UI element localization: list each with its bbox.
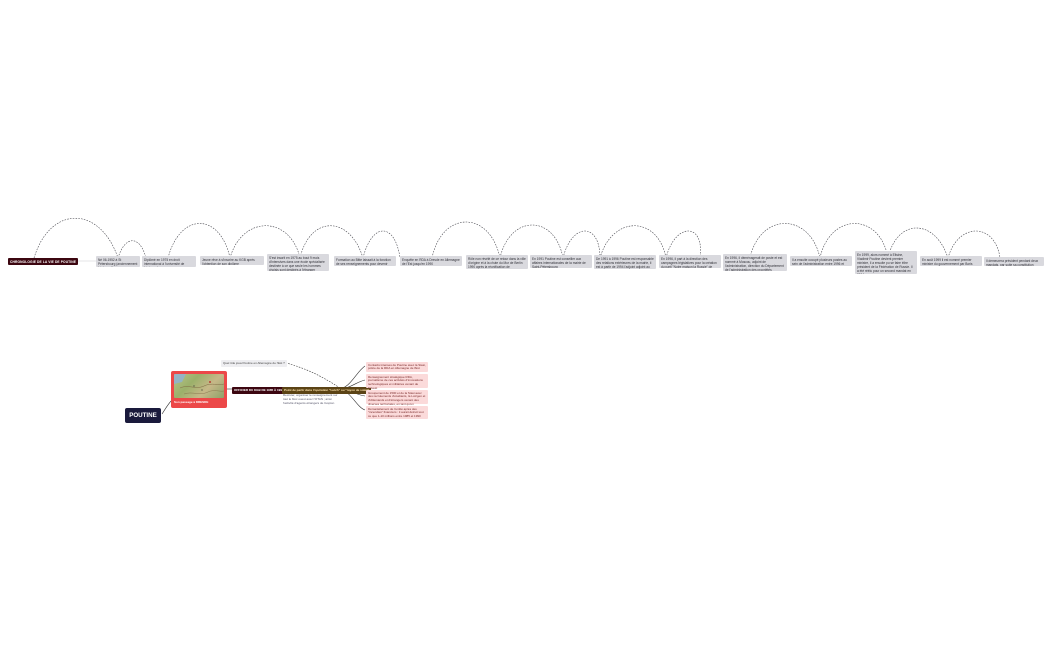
- timeline-arc: [749, 223, 821, 259]
- detail-note[interactable]: Groupement de 1500 et de la Stasi avec d…: [366, 390, 428, 406]
- mindmap-link: [337, 365, 366, 390]
- timeline-arc: [167, 223, 231, 259]
- timeline-node[interactable]: Formation au Bitte laissait à la fonctio…: [334, 256, 396, 266]
- timeline-arc: [665, 230, 701, 259]
- timeline-arc: [562, 230, 601, 259]
- timeline-node[interactable]: En 1999, alors nommé à Eltsine, Vladimir…: [855, 251, 917, 274]
- timeline-arc: [431, 221, 501, 259]
- timeline-node[interactable]: S'est inscrit en 1975 au bout 9 mois d'i…: [267, 254, 329, 271]
- timeline-node[interactable]: En août 1999 il est nommé premier minist…: [920, 256, 982, 266]
- timeline-node[interactable]: En 1991 Poutine est conseiller aux affai…: [530, 255, 592, 268]
- dashed-relationship: [282, 361, 341, 389]
- photo-card[interactable]: Son passage à DRESDE: [171, 371, 227, 408]
- timeline-node[interactable]: Jeune rêve à s'inscrire au KGB après l'o…: [200, 256, 264, 265]
- timeline-arc: [947, 230, 1001, 259]
- detail-note[interactable]: Démantèlement de l'entité après des "inc…: [366, 406, 428, 419]
- detail-note[interactable]: Contacts intenses de Poutine avec la Sta…: [366, 362, 428, 372]
- timeline-root[interactable]: CHRONOLOGIE DE LA VIE DE POUTINE: [8, 258, 79, 265]
- timeline-node[interactable]: Il demeurera président pendant deux mand…: [984, 257, 1044, 266]
- timeline-node[interactable]: Né 06-1952 à St Pétersbourg (anciennemen…: [96, 256, 140, 267]
- timeline-node[interactable]: En 1996, il déménagerait de poste et est…: [723, 254, 787, 271]
- timeline-arc: [599, 225, 667, 259]
- detail-note[interactable]: Renseignement stratégique RDA, journalis…: [366, 374, 428, 390]
- top-note[interactable]: Quel rôle joua Poutine en Allemagne de l…: [221, 360, 287, 367]
- question-tag[interactable]: Point de partir dans l'opération "Lutch"…: [282, 387, 372, 394]
- central-topic[interactable]: POUTINE: [125, 408, 161, 423]
- timeline-node[interactable]: En 1996, il part à la direction des camp…: [659, 255, 721, 268]
- timeline-arc: [33, 218, 119, 259]
- map-image: [174, 374, 224, 398]
- timeline-node[interactable]: De 1991 à 1996 Poutine est responsable d…: [594, 255, 656, 269]
- photo-caption: Son passage à DRESDE: [174, 400, 209, 404]
- timeline-node[interactable]: Enquête en RDA à Dresde en Allemagne de …: [400, 256, 462, 266]
- timeline-arc: [362, 230, 401, 259]
- map-illustration-icon: [174, 374, 224, 395]
- timeline-node[interactable]: Il a ensuite occupé plusieurs postes au …: [790, 256, 852, 266]
- timeline-node[interactable]: Diplômé en 1975 en droit international à…: [142, 256, 196, 267]
- question-note: Recruter, organiser le renseignement sur…: [283, 393, 338, 405]
- timeline-node[interactable]: Rôle non révélé de ce retour dans la vil…: [466, 255, 528, 269]
- officer-tag[interactable]: OFFICIER DU KGB DE 1985 À 1990: [232, 387, 286, 394]
- timeline-arc: [499, 224, 564, 259]
